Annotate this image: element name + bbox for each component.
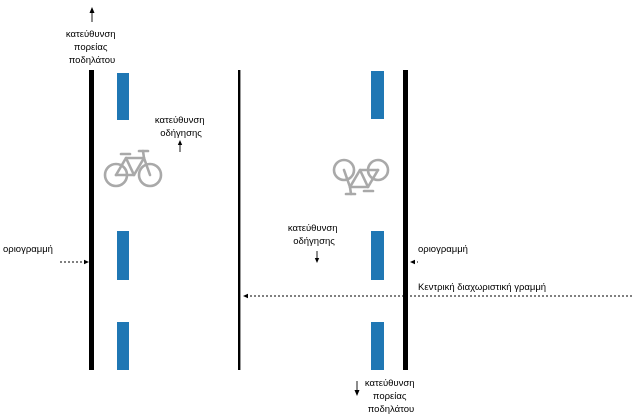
travel-direction-label-right: κατεύθυνση οδήγησης <box>288 223 340 247</box>
centre-line-label: Κεντρική διαχωριστική γραμμή <box>418 282 546 293</box>
left-lane-mark-3 <box>117 322 129 370</box>
bicycle-icon <box>332 158 390 196</box>
arrow-up-icon <box>89 7 95 22</box>
label-line: οδήγησης <box>293 236 335 247</box>
label-line: πορείας <box>373 391 407 402</box>
label-line: κατεύθυνση <box>288 223 338 234</box>
right-lane-mark-2 <box>371 231 384 280</box>
right-lane-mark-1 <box>371 71 384 119</box>
cyclist-direction-label-left: κατεύθυνση πορείας ποδηλάτου <box>66 29 118 66</box>
arrow-up-icon <box>177 140 183 152</box>
bicycle-icon <box>103 149 163 188</box>
label-line: κατεύθυνση <box>365 378 415 389</box>
left-lane-mark-1 <box>117 73 129 120</box>
centre-line-pointer <box>243 293 633 299</box>
travel-direction-label-left: κατεύθυνση οδήγησης <box>155 115 207 139</box>
label-line: κατεύθυνση <box>66 29 116 40</box>
right-edge-line <box>403 70 408 370</box>
edge-line-label-left: οριογραμμή <box>3 244 53 255</box>
right-lane-mark-3 <box>371 322 384 370</box>
edge-line-label-right: οριογραμμή <box>418 244 468 255</box>
edge-line-pointer-right <box>410 259 418 265</box>
edge-line-pointer-left <box>60 259 89 265</box>
left-edge-line <box>89 70 94 370</box>
label-line: οδήγησης <box>160 128 202 139</box>
label-line: ποδηλάτου <box>368 404 414 415</box>
left-lane-mark-2 <box>117 231 129 280</box>
arrow-down-icon <box>354 381 360 396</box>
label-line: κατεύθυνση <box>155 115 205 126</box>
label-line: πορείας <box>74 42 108 53</box>
label-line: ποδηλάτου <box>69 55 115 66</box>
centre-line <box>238 70 241 370</box>
cyclist-direction-label-right: κατεύθυνση πορείας ποδηλάτου <box>365 378 417 415</box>
arrow-down-icon <box>314 251 320 263</box>
